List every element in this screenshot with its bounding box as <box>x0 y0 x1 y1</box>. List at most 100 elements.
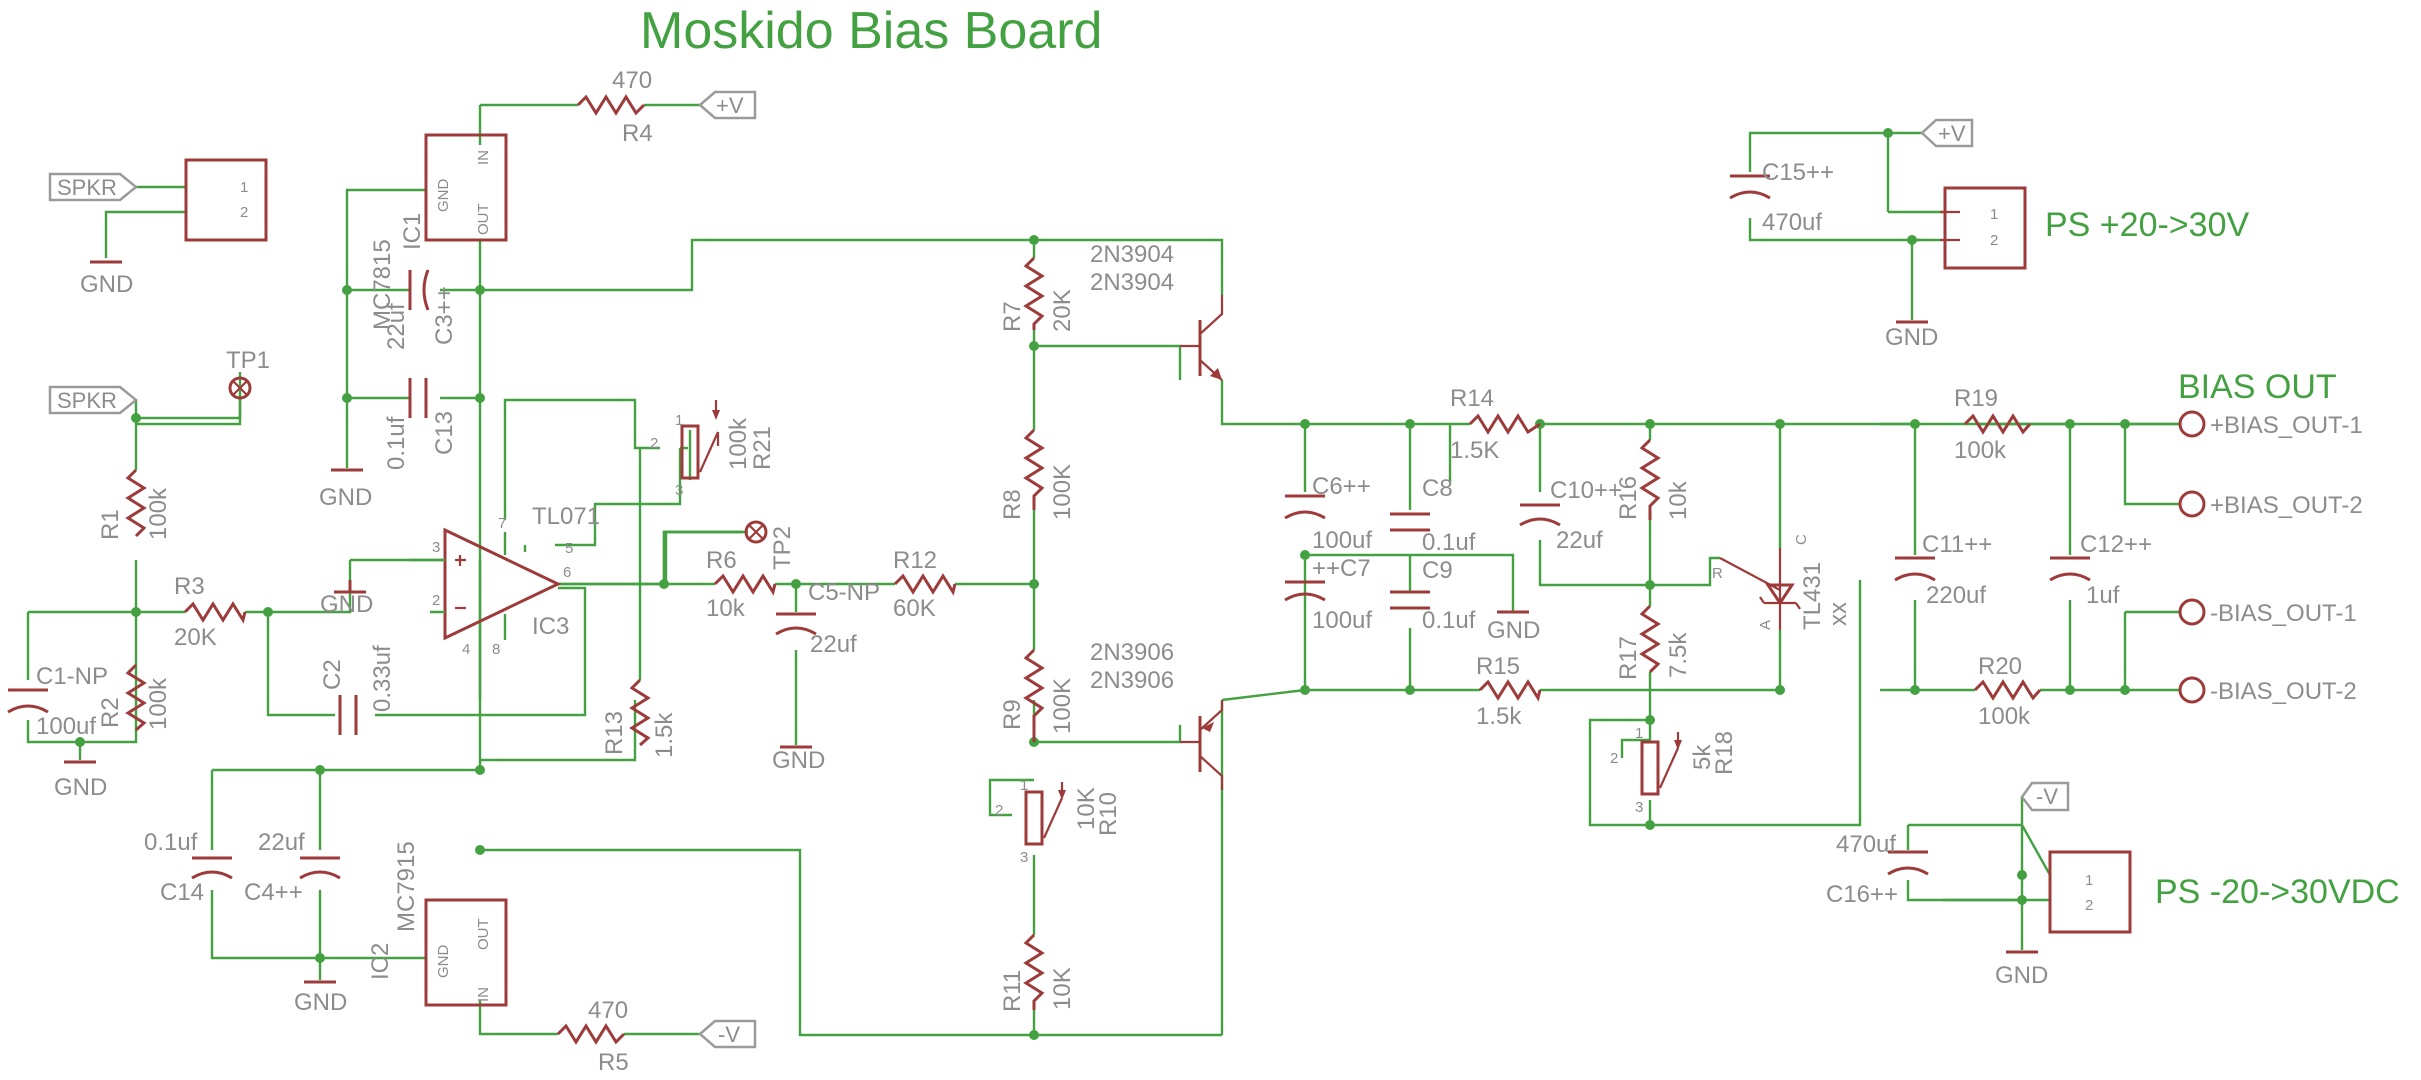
gnd-3: GND <box>320 580 373 618</box>
trimpot-r21: 1 2 3 100k R21 <box>650 400 776 499</box>
resistor-r1: R1 100k <box>97 468 172 540</box>
schematic-title: Moskido Bias Board <box>640 2 1102 60</box>
svg-text:3: 3 <box>1635 799 1643 816</box>
bias-out-neg-1: -BIAS_OUT-1 <box>2178 598 2357 627</box>
resistor-r4: 470 R4 <box>576 67 653 147</box>
port-vpos-right-label: +V <box>1938 121 1966 146</box>
svg-text:2: 2 <box>995 802 1003 819</box>
svg-text:2N3904: 2N3904 <box>1090 241 1174 268</box>
note-ps-positive: PS +20->30V <box>2045 206 2249 244</box>
svg-text:R19: R19 <box>1954 385 1998 412</box>
svg-text:TL431: TL431 <box>1799 562 1826 630</box>
svg-text:C12++: C12++ <box>2080 531 2152 558</box>
svg-text:TP1: TP1 <box>226 347 270 374</box>
trimpot-r18: 1 2 3 5k R18 <box>1610 725 1738 816</box>
svg-text:-BIAS_OUT-2: -BIAS_OUT-2 <box>2210 678 2357 705</box>
svg-text:GND: GND <box>435 179 452 213</box>
port-spkr-1-label: SPKR <box>57 175 117 200</box>
capacitor-c4: 22uf C4++ <box>244 829 341 906</box>
svg-text:++C7: ++C7 <box>1312 555 1371 582</box>
svg-text:470: 470 <box>588 997 628 1024</box>
svg-text:MC7915: MC7915 <box>393 841 420 932</box>
svg-text:0.33uf: 0.33uf <box>369 645 396 712</box>
gnd-9: GND <box>1995 950 2048 989</box>
opamp-ic3: 3 2 7 5 6 4 8 TL071 IC3 <box>410 503 600 658</box>
bias-out-neg-2: -BIAS_OUT-2 <box>2178 676 2357 705</box>
gnd-8: GND <box>1885 320 1938 351</box>
port-vneg-bottom: -V <box>698 1019 757 1049</box>
svg-text:100K: 100K <box>1049 464 1076 520</box>
svg-text:1: 1 <box>1020 777 1028 794</box>
svg-text:5: 5 <box>565 540 573 557</box>
capacitor-c12: C12++ 1uf <box>2049 531 2152 609</box>
svg-text:7.5k: 7.5k <box>1665 632 1692 678</box>
regulator-ic2: GND OUT IN IC2 MC7915 <box>367 841 508 1007</box>
svg-text:R10: R10 <box>1095 792 1122 836</box>
svg-text:6: 6 <box>563 564 571 581</box>
capacitor-c9: C9 0.1uf <box>1390 557 1476 634</box>
svg-text:C15++: C15++ <box>1762 159 1834 186</box>
svg-text:R5: R5 <box>598 1049 629 1076</box>
svg-text:MC7815: MC7815 <box>369 239 396 330</box>
capacitor-c11: C11++ 220uf <box>1894 531 1992 609</box>
svg-text:GND: GND <box>1487 617 1540 644</box>
svg-text:OUT: OUT <box>475 203 492 235</box>
transistor-q1: 2N3904 2N3904 <box>1090 241 1224 381</box>
svg-text:470uf: 470uf <box>1762 209 1822 236</box>
testpoint-tp2: TP2 <box>662 520 796 584</box>
capacitor-c2: C2 0.33uf <box>319 645 396 735</box>
svg-text:100k: 100k <box>1954 437 2007 464</box>
svg-text:C10++: C10++ <box>1550 477 1622 504</box>
svg-text:C11++: C11++ <box>1922 531 1992 558</box>
testpoint-tp1: TP1 <box>136 347 270 426</box>
svg-text:IC1: IC1 <box>399 213 426 250</box>
svg-text:R18: R18 <box>1711 731 1738 775</box>
svg-text:100k: 100k <box>1978 703 2031 730</box>
svg-text:2: 2 <box>1990 232 1998 249</box>
svg-text:22uf: 22uf <box>1556 527 1603 554</box>
svg-text:R4: R4 <box>622 120 653 147</box>
capacitor-c15: C15++ 470uf <box>1729 159 1834 236</box>
svg-text:10k: 10k <box>1665 480 1692 520</box>
svg-text:8: 8 <box>492 641 500 658</box>
svg-text:C3++: C3++ <box>431 286 458 345</box>
svg-text:20K: 20K <box>1049 289 1076 332</box>
connector-spkr: 1 2 <box>184 158 268 242</box>
svg-text:C5-NP: C5-NP <box>808 579 880 606</box>
svg-text:10k: 10k <box>706 595 746 622</box>
svg-text:4: 4 <box>462 641 470 658</box>
svg-text:C: C <box>1793 534 1810 545</box>
bias-output-terminals: +BIAS_OUT-1 +BIAS_OUT-2 -BIAS_OUT-1 -BIA… <box>2178 410 2363 705</box>
svg-text:2N3904: 2N3904 <box>1090 269 1174 296</box>
resistor-r7: R7 20K <box>999 256 1076 332</box>
svg-text:C13: C13 <box>431 411 458 455</box>
svg-text:C1-NP: C1-NP <box>36 663 108 690</box>
svg-text:GND: GND <box>80 271 133 298</box>
svg-text:R8: R8 <box>999 489 1026 520</box>
svg-text:1: 1 <box>240 179 248 196</box>
capacitor-c6: C6++ 100uf <box>1284 473 1372 554</box>
gnd-1: GND <box>80 260 133 298</box>
svg-text:GND: GND <box>1995 962 2048 989</box>
capacitor-c14: 0.1uf C14 <box>144 829 233 906</box>
svg-text:100k: 100k <box>725 417 752 470</box>
note-ps-negative: PS -20->30VDC <box>2155 873 2400 911</box>
svg-text:1.5k: 1.5k <box>1476 703 1522 730</box>
resistor-r16: R16 10k <box>1615 438 1692 520</box>
svg-text:C4++: C4++ <box>244 879 303 906</box>
svg-text:GND: GND <box>54 774 107 801</box>
resistor-r9: R9 100K <box>999 648 1076 742</box>
regulator-ic1: GND OUT IN MC7815 IC1 <box>369 133 508 330</box>
svg-text:TP2: TP2 <box>769 526 796 570</box>
svg-text:2N3906: 2N3906 <box>1090 667 1174 694</box>
gnd-5: GND <box>294 980 347 1016</box>
svg-text:1: 1 <box>1635 725 1643 742</box>
resistor-r15: R15 1.5k <box>1476 653 1542 730</box>
shunt-reference-tl431: R C A TL431 xx <box>1712 534 1852 630</box>
svg-text:0.1uf: 0.1uf <box>144 829 198 856</box>
svg-text:2: 2 <box>2085 897 2093 914</box>
svg-text:22uf: 22uf <box>810 631 857 658</box>
resistor-r2: R2 100k <box>97 663 172 732</box>
svg-text:1.5k: 1.5k <box>651 712 678 758</box>
